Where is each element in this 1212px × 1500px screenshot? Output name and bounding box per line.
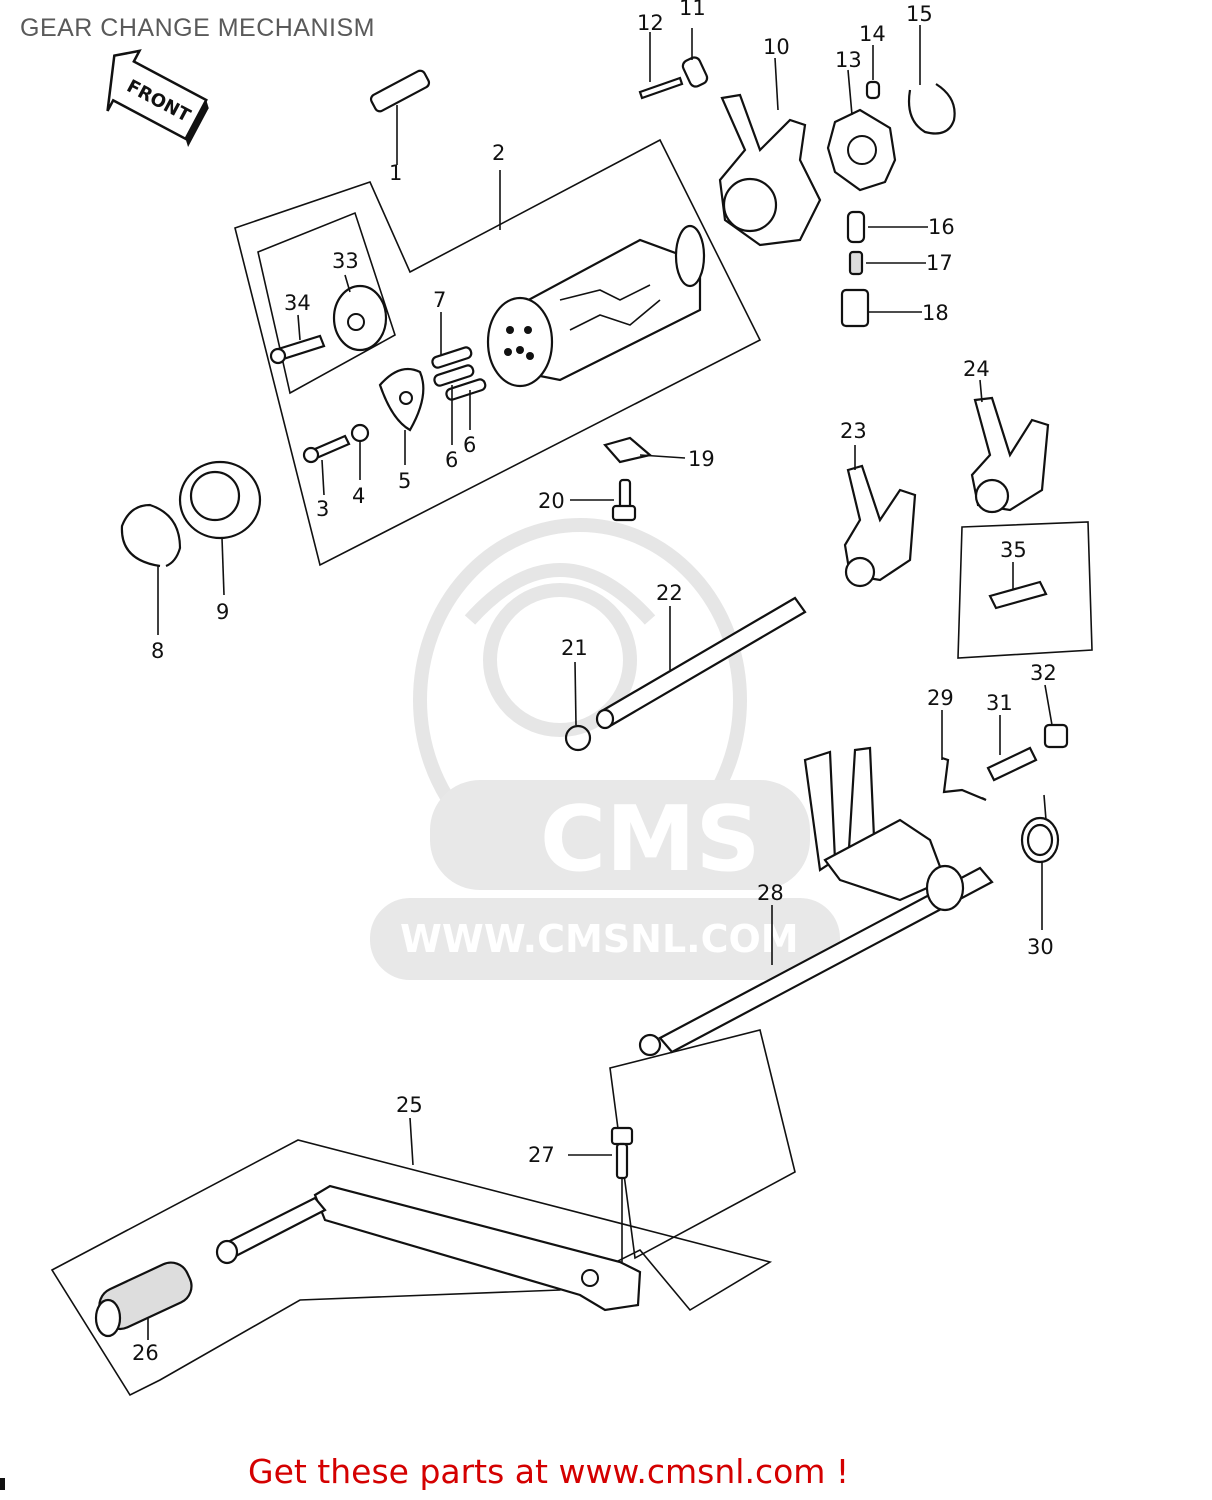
guide-pin <box>681 56 709 88</box>
cms-watermark: CMS WWW.CMSNL.COM <box>370 518 840 980</box>
callout-24: 24 <box>963 357 990 381</box>
callout-10: 10 <box>763 35 790 59</box>
callout-4: 4 <box>352 484 365 508</box>
plate-screw <box>611 478 637 522</box>
callout-29: 29 <box>927 686 954 710</box>
shift-fork-23 <box>843 464 917 588</box>
callout-6a: 6 <box>445 448 458 472</box>
callout-16: 16 <box>928 215 955 239</box>
watermark-url: WWW.CMSNL.COM <box>400 917 799 961</box>
drum-assembly-outline <box>234 138 762 567</box>
callout-17: 17 <box>926 251 953 275</box>
shift-pedal <box>215 1184 642 1312</box>
callout-8: 8 <box>151 639 164 663</box>
callout-6b: 6 <box>463 433 476 457</box>
cam-subassembly-outline <box>257 211 396 395</box>
callout-2: 2 <box>492 141 505 165</box>
callout-labels: 1 2 3 4 5 6 6 7 8 9 10 11 12 13 14 15 16… <box>132 0 1057 1365</box>
detent-cap-bolt <box>840 288 870 328</box>
snap-ring <box>907 83 956 135</box>
leader-lines <box>147 25 1053 1340</box>
callout-30: 30 <box>1027 935 1054 959</box>
circlip-large <box>120 503 182 568</box>
callout-34: 34 <box>284 291 311 315</box>
shift-cam <box>378 367 425 432</box>
holder-plate <box>603 436 653 464</box>
shift-shaft <box>638 746 994 1057</box>
dowel-pin <box>865 80 881 100</box>
callout-23: 23 <box>840 419 867 443</box>
callout-31: 31 <box>986 691 1013 715</box>
cotter-pin <box>638 76 684 100</box>
drum-cam-plate <box>332 284 388 352</box>
callout-1: 1 <box>389 161 402 185</box>
fork-shaft <box>595 596 807 730</box>
spring-stud <box>986 746 1038 782</box>
callout-7: 7 <box>433 288 446 312</box>
fork-guide-pin <box>988 580 1048 610</box>
callout-32: 32 <box>1030 661 1057 685</box>
detent-pin <box>846 210 866 244</box>
page-title: GEAR CHANGE MECHANISM <box>20 14 375 42</box>
callout-21: 21 <box>561 636 588 660</box>
footer-link-text[interactable]: Get these parts at www.cmsnl.com ! <box>248 1452 850 1491</box>
callout-28: 28 <box>757 881 784 905</box>
callout-26: 26 <box>132 1341 159 1365</box>
cam-screw <box>302 434 351 464</box>
callout-15: 15 <box>906 2 933 26</box>
neutral-switch <box>369 69 431 165</box>
shaft-link-outline <box>609 1029 796 1260</box>
circlip-small <box>564 724 592 752</box>
pedal-rubber <box>94 1261 193 1338</box>
detent-spring <box>848 250 864 276</box>
watermark-brand: CMS <box>540 787 760 892</box>
cam-bolt <box>269 334 326 365</box>
callout-9: 9 <box>216 600 229 624</box>
shift-fork-24 <box>970 396 1050 514</box>
callout-35: 35 <box>1000 538 1027 562</box>
callout-27: 27 <box>528 1143 555 1167</box>
return-spring <box>1020 794 1060 864</box>
callout-11: 11 <box>679 0 706 20</box>
drum-stopper-plate <box>826 108 897 192</box>
callout-22: 22 <box>656 581 683 605</box>
callout-12: 12 <box>637 11 664 35</box>
callout-5: 5 <box>398 469 411 493</box>
callout-18: 18 <box>922 301 949 325</box>
callout-33: 33 <box>332 249 359 273</box>
callout-20: 20 <box>538 489 565 513</box>
shift-pins <box>431 346 487 401</box>
shift-fork-10 <box>718 93 822 247</box>
callout-19: 19 <box>688 447 715 471</box>
return-spring-small <box>941 756 987 802</box>
callout-14: 14 <box>859 22 886 46</box>
front-arrow-icon: FRONT <box>106 49 209 147</box>
fork-pin-outline <box>957 521 1093 659</box>
callout-25: 25 <box>396 1093 423 1117</box>
shift-drum <box>486 170 706 388</box>
edge-mark <box>0 1478 5 1490</box>
needle-bearing <box>178 460 262 540</box>
callout-13: 13 <box>835 48 862 72</box>
lock-washer <box>350 423 370 443</box>
pedal-bolt <box>610 1126 634 1180</box>
stud-nut <box>1043 723 1069 749</box>
callout-3: 3 <box>316 497 329 521</box>
